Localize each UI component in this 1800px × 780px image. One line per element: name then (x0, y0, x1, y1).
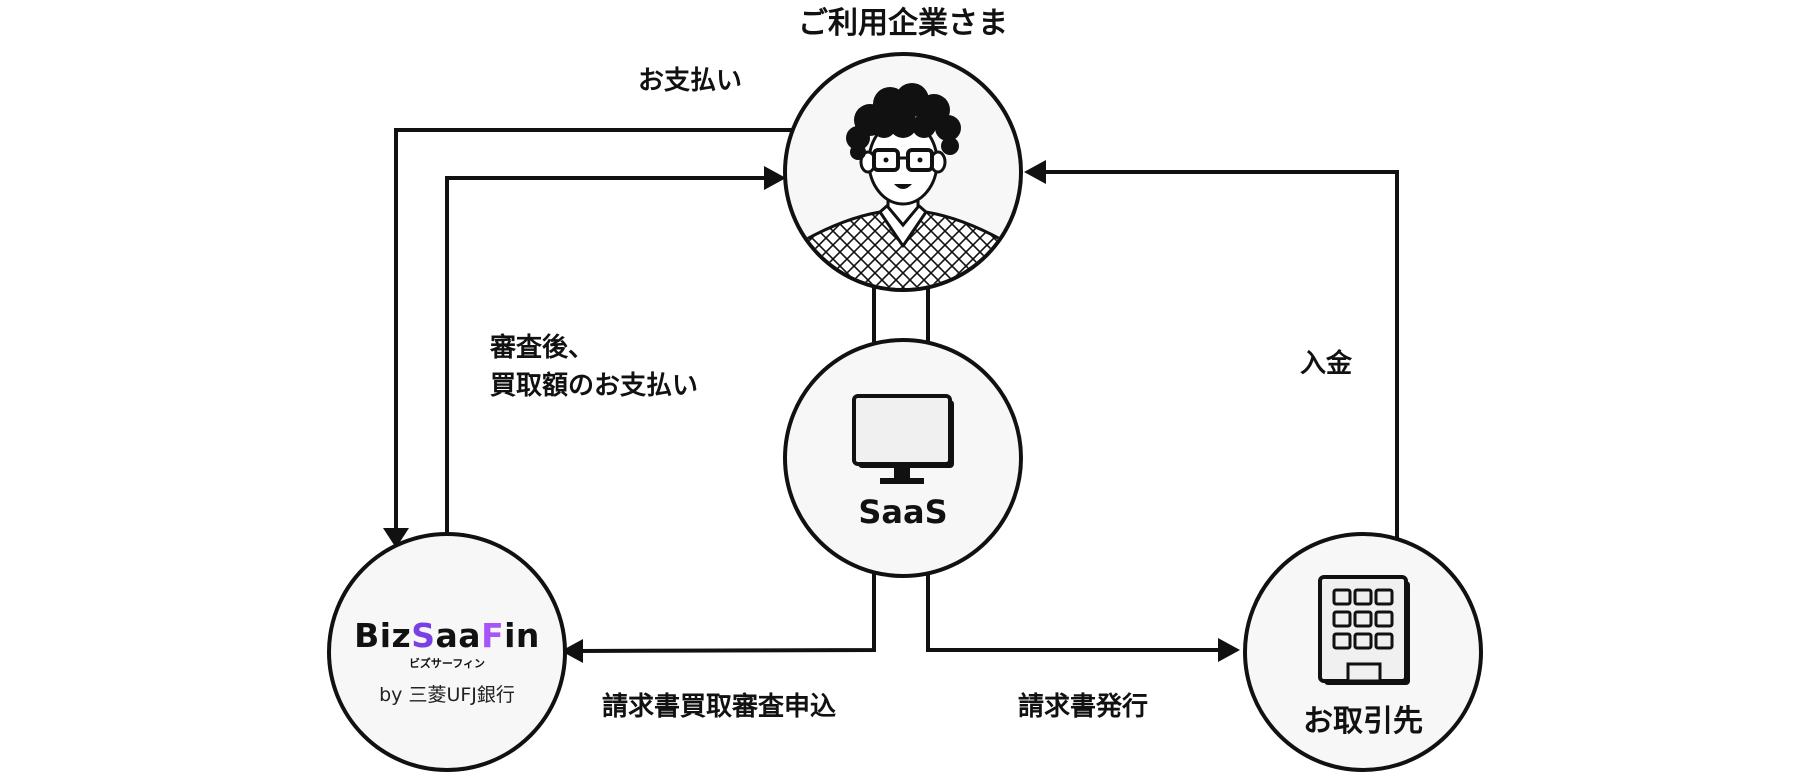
bizsaafin-circle (327, 532, 567, 772)
arrow-after-review (445, 176, 770, 535)
arrow-deposit (1040, 170, 1399, 538)
office-building-icon (1318, 575, 1410, 685)
arrowhead-right-partner (1218, 638, 1240, 662)
logo-text-in: in (504, 616, 540, 655)
logo-text-aa: aa (435, 616, 482, 655)
saas-label: SaaS (858, 493, 948, 531)
invoice-issue-label: 請求書発行 (1018, 692, 1149, 722)
logo-text-f: F (481, 616, 505, 655)
arrow-payment (394, 128, 793, 532)
arrowhead-left-bizsaafin (561, 639, 583, 663)
after-review-label-line1: 審査後、 (490, 333, 595, 363)
monitor-icon (852, 394, 954, 484)
arrowheads (383, 160, 1240, 663)
deposit-label: 入金 (1300, 349, 1353, 379)
partner-node (1243, 532, 1483, 772)
purchase-request-label: 請求書買取審査申込 (602, 692, 837, 722)
bizsaafin-byline: by 三菱UFJ銀行 (379, 684, 515, 706)
connectors (394, 128, 1399, 653)
after-review-label-line2: 買取額のお支払い (490, 371, 699, 401)
user-title: ご利用企業さま (798, 6, 1008, 41)
user-node (783, 52, 1023, 292)
bizsaafin-logo: BizSaaFin (347, 616, 547, 655)
partner-label: お取引先 (1303, 704, 1423, 739)
arrow-purchase-request (576, 574, 876, 653)
payment-label: お支払い (638, 66, 743, 96)
arrowhead-down-bizsaafin (383, 528, 409, 548)
logo-text-biz: Biz (354, 616, 412, 655)
arrowhead-right-user (764, 166, 786, 190)
logo-text-s: S (411, 616, 436, 655)
bizsaafin-logo-kana: ビズサーフィン (408, 657, 486, 670)
saas-node (783, 338, 1023, 578)
arrow-invoice-issue (926, 574, 1222, 652)
bizsaafin-node (327, 532, 567, 772)
arrowhead-left-user (1024, 160, 1046, 184)
